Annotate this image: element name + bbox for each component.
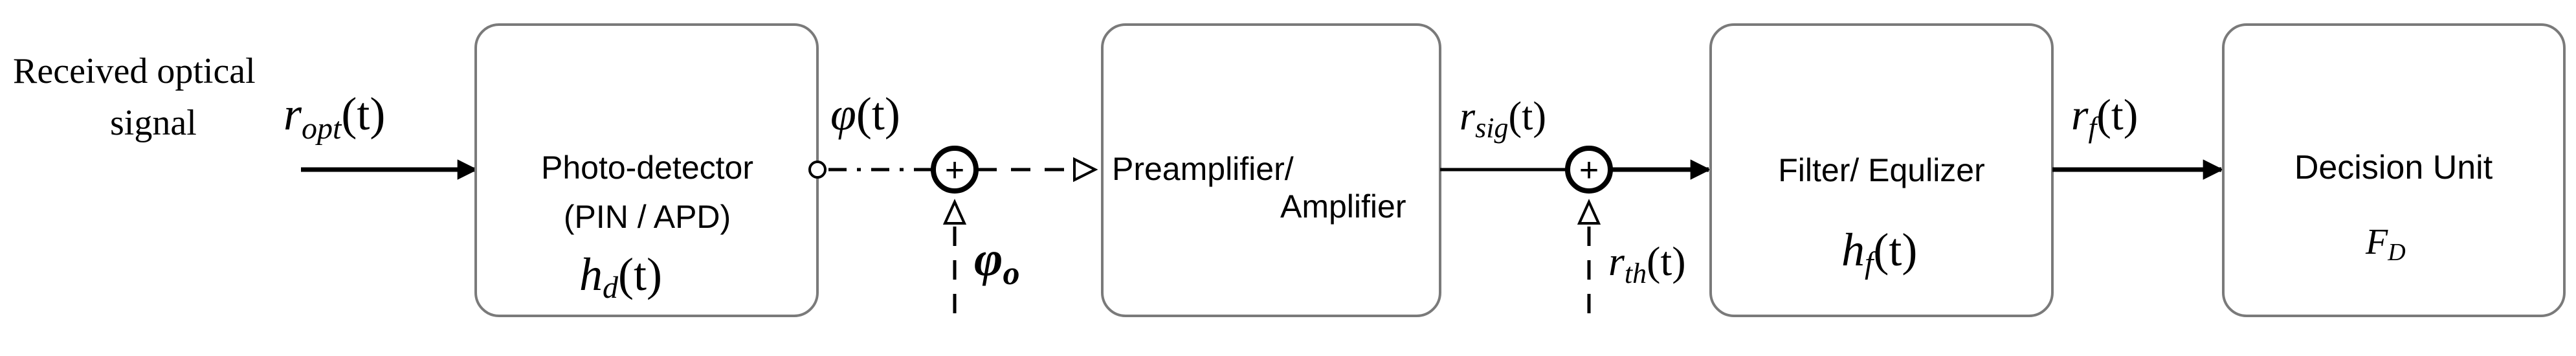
input-label-line2: signal [110,103,197,143]
photodetector-output-port [808,161,827,179]
phase-noise-arrowhead [942,199,967,225]
filter-response: hf(t) [1841,224,1917,280]
summing-junction-1 [931,146,979,194]
input-signal-label: ropt(t) [283,88,385,146]
phase-signal-label: φ(t) [830,88,900,140]
filter-output-label: rf(t) [2071,90,2138,144]
amplifier-label-line2: Amplifier [1280,188,1406,225]
decision-block [2222,23,2566,317]
phase-noise-label: φo [974,232,1019,292]
decision-function: FD [2365,222,2406,266]
filter-title: Filter/ Equlizer [1778,152,1985,188]
thermal-noise-arrowhead [1577,199,1601,225]
decision-title: Decision Unit [2294,149,2493,186]
photodetector-title: Photo-detector [541,150,753,186]
input-label-line1: Received optical [13,51,256,91]
open-arrowhead-amplifier [1073,157,1098,183]
photodetector-response: hd(t) [579,249,662,305]
summing-junction-2-symbol: + [1579,151,1599,189]
thermal-noise-label: rth(t) [1608,238,1686,289]
amplifier-output-label: rsig(t) [1460,95,1546,144]
summing-junction-2 [1565,146,1613,194]
photodetector-subtitle: (PIN / APD) [564,199,731,235]
summing-junction-1-symbol: + [945,151,964,189]
amplifier-label-line1: Preamplifier/ [1112,151,1294,187]
